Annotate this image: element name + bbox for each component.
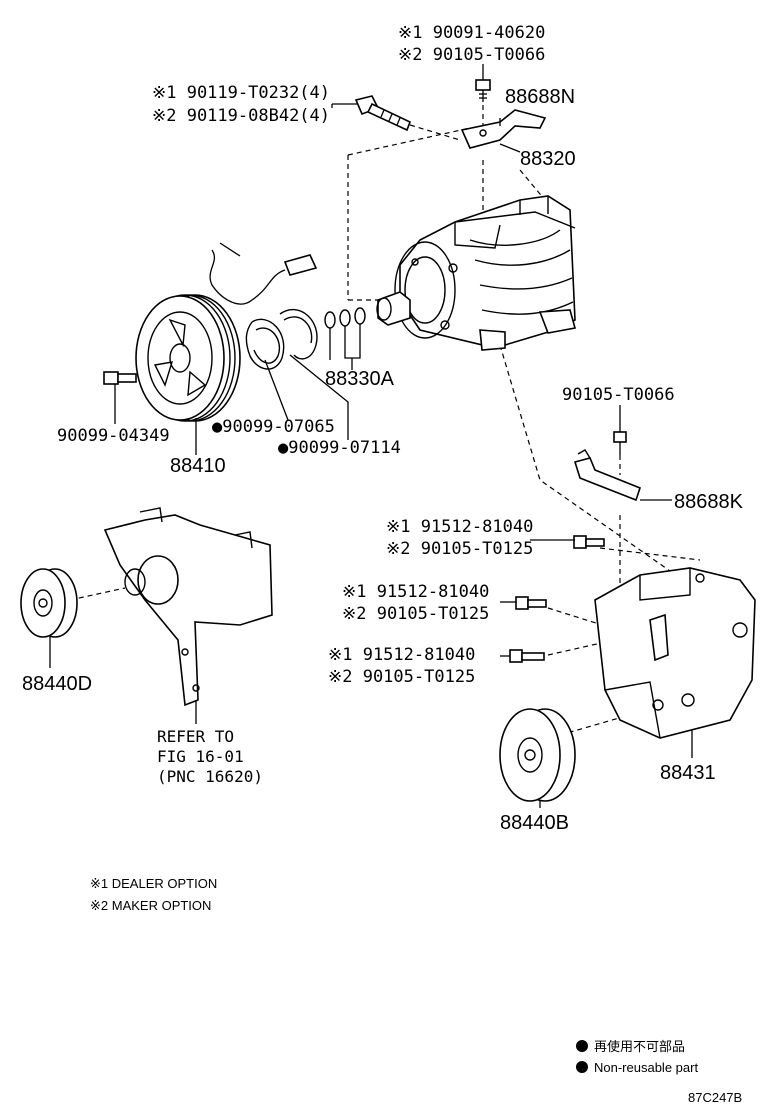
callout-88688K: 88688K bbox=[674, 491, 744, 513]
callout-labels: ※1 90091-40620 ※2 90105-T0066 88688N ※1 … bbox=[22, 23, 744, 834]
engine-bracket-refer bbox=[103, 507, 273, 707]
non-reusable-dot-icon bbox=[576, 1040, 588, 1052]
bolt-91512-81040-a bbox=[573, 535, 605, 549]
callout-91512-81040-c: ※1 91512-81040 bbox=[328, 645, 475, 665]
callout-90105-T0066-mid: 90105-T0066 bbox=[562, 385, 675, 405]
callout-90091-40620: ※1 90091-40620 bbox=[398, 23, 545, 43]
callout-88440D: 88440D bbox=[22, 673, 92, 695]
bolt-91512-81040-b bbox=[515, 596, 547, 610]
shims-88330A bbox=[324, 307, 366, 329]
compressor-88320 bbox=[376, 195, 577, 351]
bracket-88688K bbox=[573, 449, 641, 502]
magnetic-clutch-88410 bbox=[135, 242, 318, 422]
callout-88431: 88431 bbox=[660, 762, 716, 784]
callout-88320: 88320 bbox=[520, 148, 576, 170]
callout-88410: 88410 bbox=[170, 455, 226, 477]
callout-90105-T0125-c: ※2 90105-T0125 bbox=[328, 667, 475, 687]
leader-lines bbox=[49, 64, 693, 808]
bolt-90119 bbox=[354, 95, 412, 132]
callout-91512-81040-b: ※1 91512-81040 bbox=[342, 582, 489, 602]
callout-90099-04349: 90099-04349 bbox=[57, 426, 170, 446]
legend-nonreuse-en: Non-reusable part bbox=[594, 1060, 698, 1075]
callout-90119-T0232: ※1 90119-T0232(4) bbox=[152, 83, 330, 103]
legend-dealer-option: ※1 DEALER OPTION bbox=[90, 876, 217, 891]
legend-maker-option: ※2 MAKER OPTION bbox=[90, 898, 211, 913]
callout-91512-81040-a: ※1 91512-81040 bbox=[386, 517, 533, 537]
legend-nonreuse-jp: 再使用不可部品 bbox=[594, 1039, 685, 1054]
bolt-91512-81040-c bbox=[509, 649, 545, 663]
refer-line-2: FIG 16-01 bbox=[157, 747, 244, 766]
callout-88688N: 88688N bbox=[505, 86, 575, 108]
callout-90105-T0125-a: ※2 90105-T0125 bbox=[386, 539, 533, 559]
bracket-88688N bbox=[460, 109, 547, 149]
callout-90099-07114: ●90099-07114 bbox=[278, 438, 401, 458]
refer-line-3: (PNC 16620) bbox=[157, 767, 263, 786]
callout-88330A: 88330A bbox=[325, 368, 395, 390]
callout-88440B: 88440B bbox=[500, 812, 569, 834]
bolt-90091-40620 bbox=[475, 79, 491, 102]
non-reusable-dot-icon-en bbox=[576, 1061, 588, 1073]
snap-ring-90099-07114 bbox=[279, 308, 318, 360]
callout-90099-07065: ●90099-07065 bbox=[212, 417, 335, 437]
figure-code: 87C247B bbox=[688, 1090, 742, 1105]
compressor-bracket-88431 bbox=[594, 567, 756, 739]
callout-90105-T0125-b: ※2 90105-T0125 bbox=[342, 604, 489, 624]
bolt-90105-T0066-mid bbox=[613, 431, 627, 455]
refer-line-1: REFER TO bbox=[157, 727, 234, 746]
legend: ※1 DEALER OPTION ※2 MAKER OPTION 再使用不可部品… bbox=[90, 876, 742, 1105]
idler-pulley-88440B bbox=[499, 708, 576, 802]
callout-90105-T0066-top: ※2 90105-T0066 bbox=[398, 45, 545, 65]
callout-90119-08B42: ※2 90119-08B42(4) bbox=[152, 106, 330, 126]
idler-pulley-88440D bbox=[20, 568, 78, 638]
bolt-90099-04349 bbox=[103, 371, 137, 385]
